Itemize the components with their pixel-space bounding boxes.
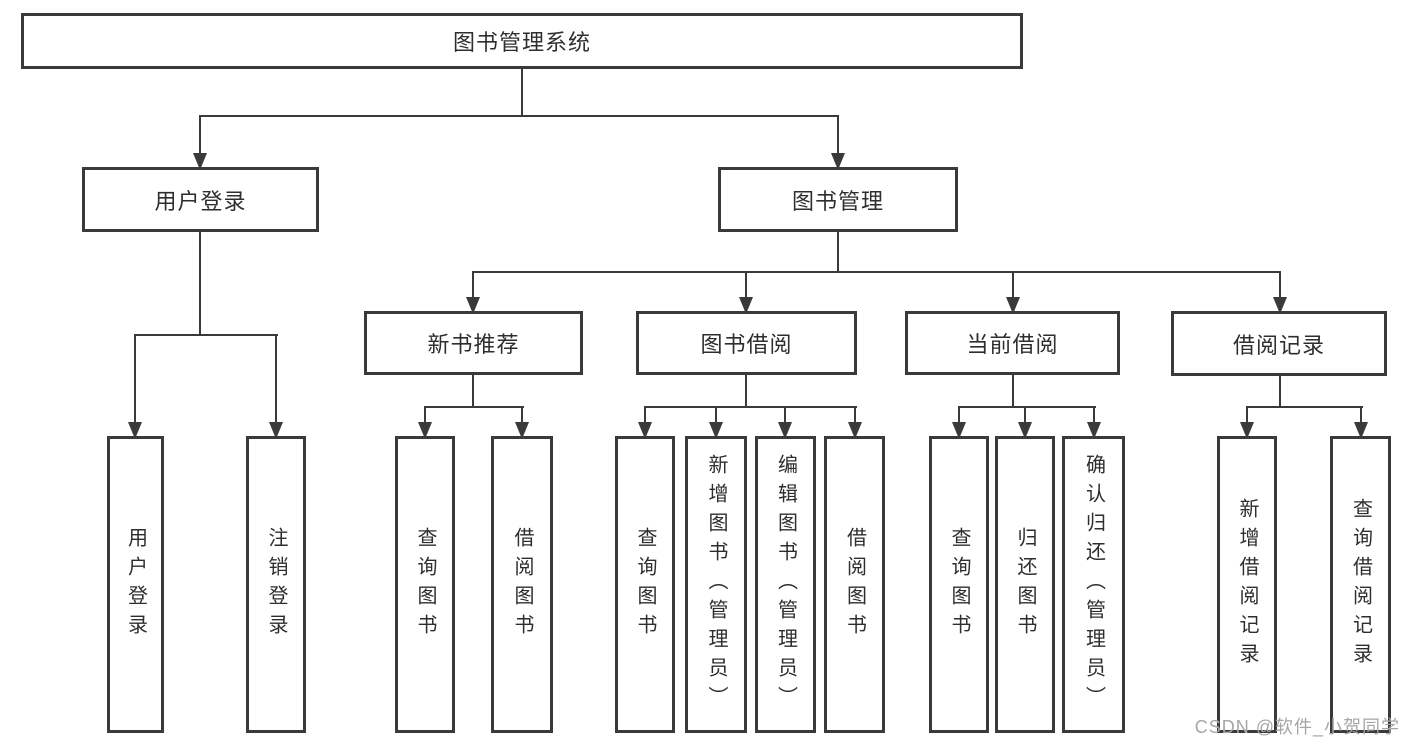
connector-shaft <box>472 271 474 298</box>
arrow-down-icon <box>128 422 142 439</box>
arrow-down-icon <box>1006 297 1020 314</box>
connector-shaft <box>715 406 717 422</box>
leaf-add-book-admin: 新增图书（管理员） <box>685 436 747 733</box>
leaf-borrow-books: 借阅图书 <box>824 436 885 733</box>
connector-current-bar <box>958 406 1096 408</box>
leaf-label: 编辑图书（管理员） <box>774 454 797 715</box>
leaf-label: 借阅图书 <box>843 526 866 643</box>
connector-shaft <box>784 406 786 422</box>
node-label: 借阅记录 <box>1232 332 1325 358</box>
leaf-label: 归还图书 <box>1014 526 1036 643</box>
node-new-book-recommend: 新书推荐 <box>364 311 583 375</box>
connector-shaft <box>1093 406 1095 422</box>
arrow-down-icon <box>952 422 966 439</box>
connector-borrow-stem <box>745 375 747 408</box>
leaf-query-books-current: 查询图书 <box>929 436 989 733</box>
connector-shaft <box>837 115 839 155</box>
leaf-label: 注销登录 <box>265 526 287 643</box>
arrow-down-icon <box>848 422 862 439</box>
leaf-label: 新增借阅记录 <box>1236 497 1258 672</box>
leaf-label: 查询图书 <box>948 526 970 643</box>
leaf-query-books-recommend: 查询图书 <box>395 436 455 733</box>
node-root: 图书管理系统 <box>21 13 1023 69</box>
node-label: 用户登录 <box>154 188 247 214</box>
connector-shaft <box>958 406 960 422</box>
arrow-down-icon <box>1354 422 1368 439</box>
leaf-query-books-borrow: 查询图书 <box>615 436 675 733</box>
connector-shaft <box>199 115 201 155</box>
node-root-label: 图书管理系统 <box>452 30 591 55</box>
connector-shaft <box>521 406 523 422</box>
node-label: 图书借阅 <box>700 332 793 357</box>
connector-shaft <box>424 406 426 422</box>
connector-bookmgmt-stem <box>837 232 839 273</box>
leaf-label: 新增图书（管理员） <box>705 454 727 715</box>
arrow-down-icon <box>515 422 529 439</box>
node-borrow-records: 借阅记录 <box>1171 311 1387 376</box>
node-label: 图书管理 <box>791 188 884 214</box>
leaf-user-login: 用户登录 <box>107 436 164 733</box>
connector-shaft <box>1360 406 1362 422</box>
connector-root-stem <box>521 69 523 117</box>
arrow-down-icon <box>831 153 845 170</box>
leaf-edit-book-admin: 编辑图书（管理员） <box>755 436 816 733</box>
node-current-borrow: 当前借阅 <box>905 311 1120 375</box>
leaf-return-books: 归还图书 <box>995 436 1055 733</box>
leaf-add-borrow-record: 新增借阅记录 <box>1217 436 1277 733</box>
connector-shaft <box>1279 271 1281 298</box>
arrow-down-icon <box>1018 422 1032 439</box>
arrow-down-icon <box>778 422 792 439</box>
node-book-borrow: 图书借阅 <box>636 311 857 375</box>
leaf-label: 用户登录 <box>124 526 147 643</box>
arrow-down-icon <box>709 422 723 439</box>
connector-records-stem <box>1279 375 1281 408</box>
arrow-down-icon <box>1240 422 1254 439</box>
connector-shaft <box>134 334 136 422</box>
arrow-down-icon <box>1087 422 1101 439</box>
connector-shaft <box>1246 406 1248 422</box>
arrow-down-icon <box>1273 297 1287 314</box>
connector-borrow-bar <box>644 406 857 408</box>
connector-root-bar <box>199 115 839 117</box>
connector-current-stem <box>1012 375 1014 408</box>
connector-recommend-stem <box>472 375 474 408</box>
connector-shaft <box>1012 271 1014 298</box>
arrow-down-icon <box>418 422 432 439</box>
connector-recommend-bar <box>424 406 524 408</box>
arrow-down-icon <box>638 422 652 439</box>
arrow-down-icon <box>739 297 753 314</box>
connector-shaft <box>1024 406 1026 422</box>
node-label: 新书推荐 <box>427 332 520 357</box>
arrow-down-icon <box>269 422 283 439</box>
connector-userlogin-stem <box>199 232 201 336</box>
connector-shaft <box>745 271 747 298</box>
arrow-down-icon <box>193 153 207 170</box>
connector-records-bar <box>1246 406 1363 408</box>
node-label: 当前借阅 <box>966 332 1059 357</box>
leaf-label: 查询图书 <box>414 526 436 643</box>
leaf-query-borrow-record: 查询借阅记录 <box>1330 436 1391 733</box>
watermark: CSDN @软件_小贺同学 <box>1194 717 1400 737</box>
leaf-confirm-return-admin: 确认归还（管理员） <box>1062 436 1125 733</box>
leaf-label: 借阅图书 <box>511 526 533 643</box>
connector-shaft <box>644 406 646 422</box>
leaf-label: 查询借阅记录 <box>1349 497 1372 672</box>
connector-bookmgmt-bar <box>472 271 1281 273</box>
leaf-label: 确认归还（管理员） <box>1082 454 1105 715</box>
node-user-login: 用户登录 <box>82 167 319 232</box>
connector-shaft <box>854 406 856 422</box>
connector-shaft <box>275 334 277 422</box>
node-book-management: 图书管理 <box>718 167 958 232</box>
leaf-label: 查询图书 <box>634 526 656 643</box>
leaf-borrow-books-recommend: 借阅图书 <box>491 436 553 733</box>
arrow-down-icon <box>466 297 480 314</box>
connector-userlogin-bar <box>134 334 278 336</box>
leaf-logout: 注销登录 <box>246 436 306 733</box>
